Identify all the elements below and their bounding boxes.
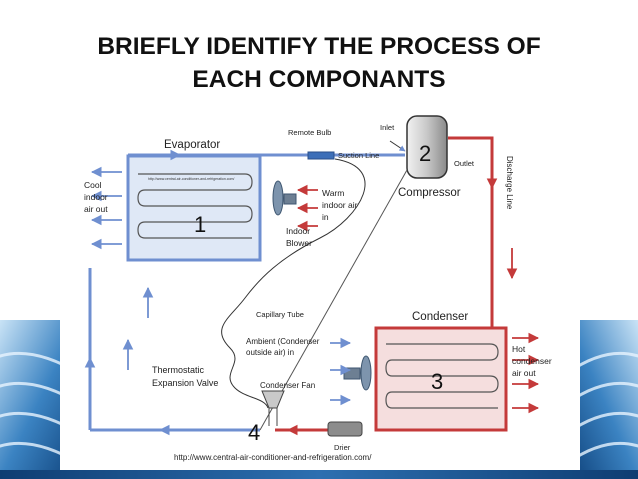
slide-title: BRIEFLY IDENTIFY THE PROCESS OF EACH COM… [0, 30, 638, 96]
drier [327, 421, 363, 437]
remote-bulb [307, 151, 335, 160]
label-warm-2: indoor air [322, 200, 358, 210]
label-capillary-tube: Capillary Tube [256, 310, 304, 319]
label-blower-1: Indoor [286, 226, 310, 236]
label-discharge-line: Discharge Line [505, 156, 514, 210]
evaporator: http://www.central-air-conditioner-and-r… [126, 154, 262, 262]
label-condenser-fan: Condenser Fan [260, 381, 315, 390]
label-ambient-1: Ambient (Condenser [246, 337, 320, 346]
label-cool-3: air out [84, 204, 108, 214]
refrigeration-cycle-diagram: http://www.central-air-conditioner-and-r… [60, 108, 580, 470]
label-remote-bulb: Remote Bulb [288, 128, 331, 137]
source-url: http://www.central-air-conditioner-and-r… [174, 453, 372, 462]
capillary-tube [221, 158, 366, 409]
divider-line [259, 169, 408, 431]
title-line-1: BRIEFLY IDENTIFY THE PROCESS OF [97, 33, 541, 60]
condenser-fan-icon [343, 355, 372, 391]
number-compressor: 2 [419, 141, 431, 166]
label-suction-line: Suction Line [338, 151, 379, 160]
indoor-blower-icon [272, 180, 297, 216]
label-thermostatic-1: Thermostatic [152, 365, 205, 375]
footer-band [0, 470, 638, 479]
label-warm-1: Warm [322, 188, 344, 198]
number-evaporator: 1 [194, 212, 206, 237]
label-blower-2: Blower [286, 238, 312, 248]
compressor [406, 115, 448, 179]
label-hot-2: condenser [512, 356, 552, 366]
label-ambient-2: outside air) in [246, 348, 294, 357]
condenser [374, 326, 508, 432]
expansion-valve [261, 390, 285, 426]
title-line-2: EACH COMPONANTS [192, 66, 446, 93]
evaporator-watermark: http://www.central-air-conditioner-and-r… [148, 177, 234, 181]
label-compressor: Compressor [398, 187, 461, 199]
air-flow-arrows [90, 166, 540, 414]
label-drier: Drier [334, 443, 351, 452]
label-cool-1: Cool [84, 180, 102, 190]
label-condenser: Condenser [412, 311, 468, 323]
refrigerant-flow-arrows [84, 140, 518, 436]
label-inlet: Inlet [380, 123, 395, 132]
number-condenser: 3 [431, 369, 443, 394]
label-evaporator: Evaporator [164, 139, 220, 151]
label-hot-1: Hot [512, 344, 526, 354]
label-hot-3: air out [512, 368, 536, 378]
label-outlet: Outlet [454, 159, 475, 168]
label-thermostatic-2: Expansion Valve [152, 378, 218, 388]
label-warm-3: in [322, 212, 329, 222]
number-expansion-valve: 4 [248, 420, 260, 445]
label-cool-2: indoor [84, 192, 108, 202]
